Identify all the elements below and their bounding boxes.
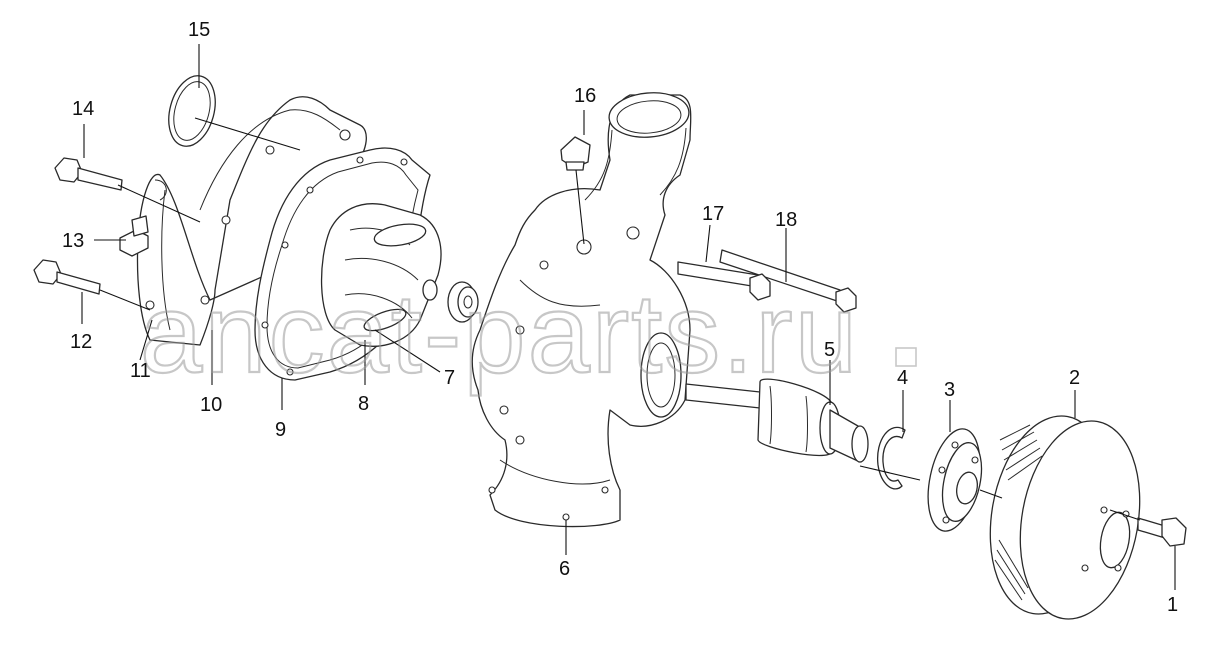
callout-14: 14 (72, 98, 94, 120)
callout-10: 10 (200, 394, 222, 416)
shaft-bearing-5 (685, 378, 869, 463)
o-ring-15 (168, 75, 216, 147)
callout-1: 1 (1167, 594, 1178, 616)
callout-8: 8 (358, 393, 369, 415)
callout-18: 18 (775, 209, 797, 231)
plug-13 (119, 215, 149, 257)
callout-11: 11 (130, 360, 151, 382)
hub-3 (927, 428, 983, 532)
callout-9: 9 (275, 419, 286, 441)
callout-12: 12 (70, 331, 92, 353)
bolt-14 (54, 157, 123, 191)
callout-3: 3 (944, 379, 955, 401)
pulley-bolt-1 (1137, 517, 1187, 547)
callout-16: 16 (574, 85, 596, 107)
leader-lines (81, 44, 1176, 590)
callout-4: 4 (897, 367, 908, 389)
pump-housing-6 (471, 92, 692, 528)
drain-plug-16 (560, 136, 591, 171)
callout-17: 17 (702, 203, 724, 225)
bolt-12 (33, 259, 101, 295)
callout-5: 5 (824, 339, 835, 361)
watermark-dot (895, 347, 917, 367)
callout-labels: 1 2 3 4 5 6 7 8 9 10 11 12 13 14 15 16 1… (62, 19, 1178, 616)
callout-7: 7 (444, 367, 455, 389)
seal-7 (422, 279, 479, 323)
snap-ring-4 (876, 426, 906, 490)
studs-17-18 (677, 249, 857, 313)
pulley-2 (989, 415, 1141, 620)
callout-6: 6 (559, 558, 570, 580)
impeller-8 (320, 203, 442, 347)
callout-13: 13 (62, 230, 84, 252)
callout-15: 15 (188, 19, 210, 41)
callout-2: 2 (1069, 367, 1080, 389)
watermark-text: ancat-parts.ru (140, 271, 859, 396)
